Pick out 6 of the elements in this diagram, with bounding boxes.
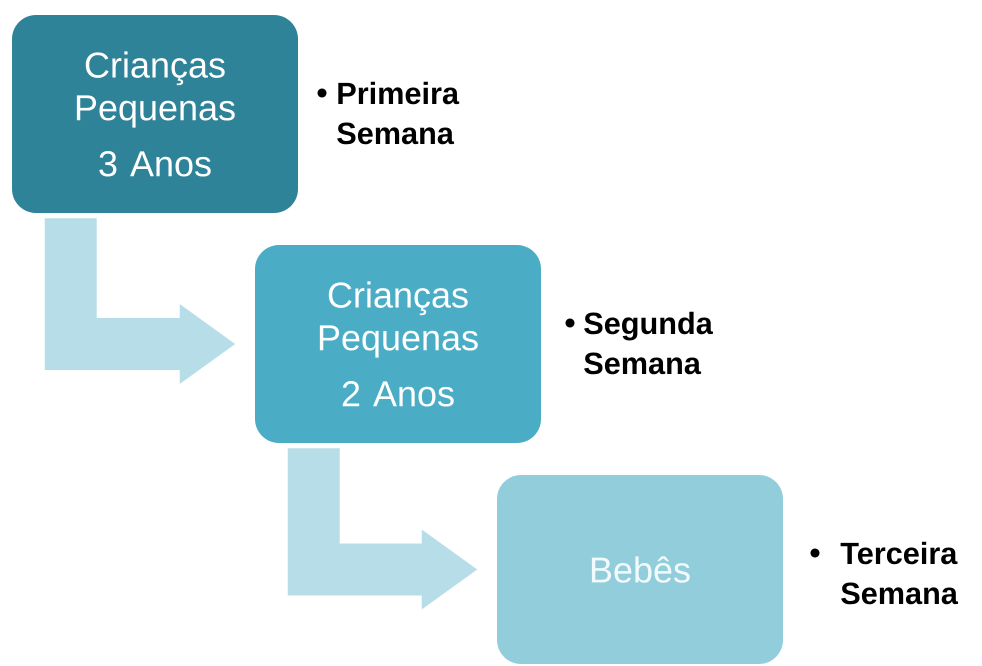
bullet-item: Primeira Semana	[318, 82, 460, 144]
bullet-item: Terceira Semana	[810, 542, 958, 604]
process-box: Crianças Pequenas 2 Anos	[255, 245, 541, 443]
process-box: Bebês	[497, 474, 783, 664]
process-box: Crianças Pequenas 3 Anos	[12, 15, 298, 213]
bullet-item: Segunda Semana	[566, 312, 713, 374]
